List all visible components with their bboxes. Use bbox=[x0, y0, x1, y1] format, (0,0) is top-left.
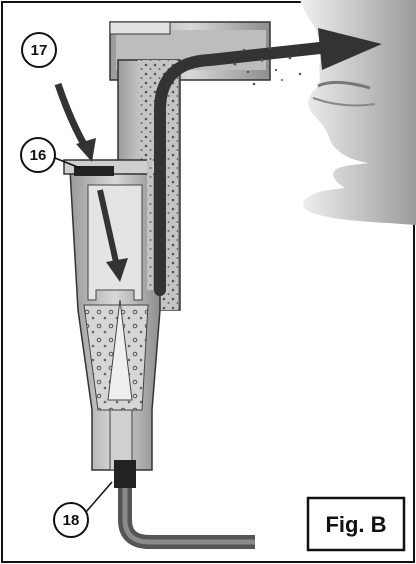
callout-17: 17 bbox=[22, 33, 56, 67]
callout-17-label: 17 bbox=[31, 42, 48, 59]
callout-16-label: 16 bbox=[30, 147, 47, 164]
nebulizer-body bbox=[70, 170, 160, 470]
figure-caption: Fig. B bbox=[308, 498, 404, 550]
air-tubing bbox=[114, 460, 255, 542]
figure-caption-text: Fig. B bbox=[325, 512, 386, 537]
face-profile bbox=[300, 0, 416, 225]
callout-18-label: 18 bbox=[63, 512, 80, 529]
callout-18: 18 bbox=[54, 482, 112, 537]
